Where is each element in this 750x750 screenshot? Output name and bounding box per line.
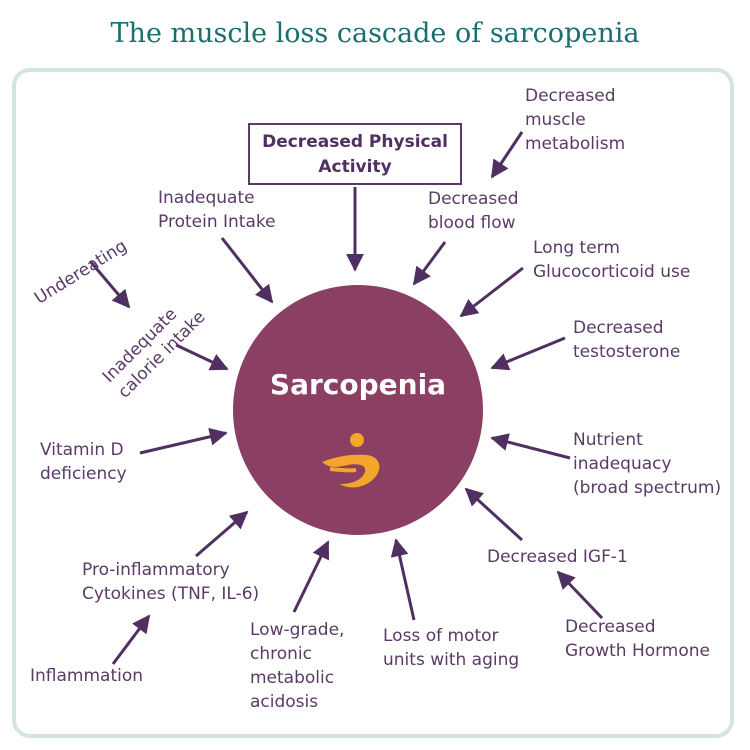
arrow-blood-flow <box>412 241 447 286</box>
label-long-term-glucocorticoid-use: Long term Glucocorticoid use <box>533 238 691 282</box>
label-decreased-muscle-metabolism: Decreased muscle metabolism <box>525 86 626 154</box>
diagram-title: The muscle loss cascade of sarcopenia <box>110 18 640 49</box>
arrow-undereating <box>88 260 131 309</box>
label-inadequate-protein-intake: Inadequate Protein Intake <box>158 188 276 232</box>
arrow-vitamin-d <box>139 427 228 455</box>
sarcopenia-circle <box>233 285 483 535</box>
orange-runner-logo-icon <box>322 433 380 488</box>
label-nutrient-inadequacy: Nutrient inadequacy (broad spectrum) <box>573 430 722 498</box>
arrow-glucocorticoid <box>459 266 524 318</box>
arrow-cytokines <box>195 510 249 558</box>
label-decreased-igf1: Decreased IGF-1 <box>487 547 628 567</box>
decreased-physical-activity-box: Decreased Physical Activity <box>248 123 462 185</box>
label-low-grade-acidosis: Low-grade, chronic metabolic acidosis <box>250 620 345 712</box>
arrow-igf1 <box>464 487 524 542</box>
arrow-motor-units <box>390 538 416 621</box>
arrow-calorie-intake <box>175 343 229 371</box>
label-decreased-growth-hormone: Decreased Growth Hormone <box>565 617 711 661</box>
arrow-inflammation <box>111 614 151 665</box>
sarcopenia-label: Sarcopenia <box>269 368 447 401</box>
label-pro-inflammatory-cytokines: Pro-inflammatory Cytokines (TNF, IL-6) <box>82 560 260 604</box>
label-decreased-blood-flow: Decreased blood flow <box>428 189 519 233</box>
arrow-acidosis <box>292 540 330 613</box>
arrow-growth-hormone <box>556 570 604 620</box>
arrow-testosterone <box>490 336 566 371</box>
arrow-nutrient <box>490 433 571 460</box>
label-loss-of-motor-units: Loss of motor units with aging <box>383 626 520 670</box>
arrow-protein-intake <box>220 237 274 304</box>
arrow-muscle-metabolism <box>490 131 524 179</box>
label-vitamin-d-deficiency: Vitamin D deficiency <box>40 440 127 484</box>
label-decreased-testosterone: Decreased testosterone <box>573 318 681 362</box>
diagram-frame <box>12 68 734 738</box>
label-inflammation: Inflammation <box>30 666 144 686</box>
